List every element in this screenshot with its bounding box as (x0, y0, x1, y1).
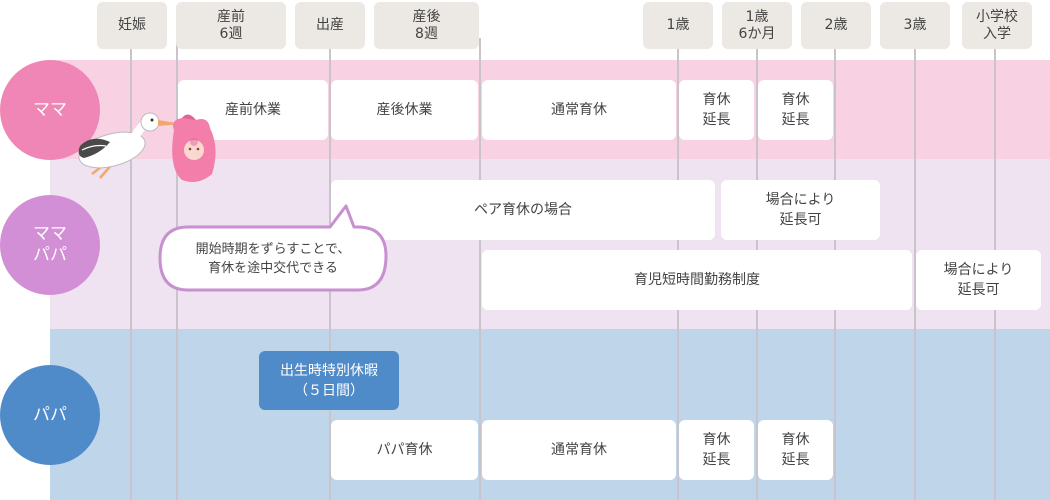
mama-postnatal-leave: 産後休業 (331, 80, 478, 140)
timeline-line (130, 38, 132, 500)
speech-bubble (158, 204, 388, 292)
short-hours-extension-possible: 場合により 延長可 (916, 250, 1041, 310)
timeline-elementary-school: 小学校 入学 (962, 2, 1032, 49)
timeline-line (479, 38, 481, 500)
stork-with-baby-icon (78, 112, 216, 182)
pair-extension-possible: 場合により 延長可 (721, 180, 880, 240)
timeline-prenatal-6w: 産前 6週 (176, 2, 286, 49)
papa-leave-extension: 育休 延長 (758, 420, 833, 480)
timeline-age-2: 2歳 (801, 2, 871, 49)
timeline-age-1: 1歳 (643, 2, 713, 49)
row-label-both: ママ パパ (0, 195, 100, 295)
timeline-age-1y6m: 1歳 6か月 (722, 2, 792, 49)
timeline-age-3: 3歳 (880, 2, 950, 49)
papa-normal-childcare-leave: 通常育休 (482, 420, 676, 480)
short-working-hours-system: 育児短時間勤務制度 (482, 250, 912, 310)
mama-leave-extension: 育休 延長 (758, 80, 833, 140)
bubble-text: 開始時期をずらすことで、 育休を途中交代できる (195, 242, 351, 276)
timeline-birth: 出産 (295, 2, 365, 49)
timeline-postnatal-8w: 産後 8週 (374, 2, 479, 49)
mama-leave-extension: 育休 延長 (679, 80, 754, 140)
papa-leave-extension: 育休 延長 (679, 420, 754, 480)
row-label-papa: パパ (0, 365, 100, 465)
birth-special-leave: 出生時特別休暇 （５日間） (259, 351, 399, 410)
mama-normal-childcare-leave: 通常育休 (482, 80, 676, 140)
papa-childcare-leave: パパ育休 (331, 420, 478, 480)
mama-prenatal-leave: 産前休業 (178, 80, 328, 140)
timeline-pregnancy: 妊娠 (97, 2, 167, 49)
timeline-line (914, 38, 916, 500)
pair-childcare-leave: ペア育休の場合 (331, 180, 715, 240)
